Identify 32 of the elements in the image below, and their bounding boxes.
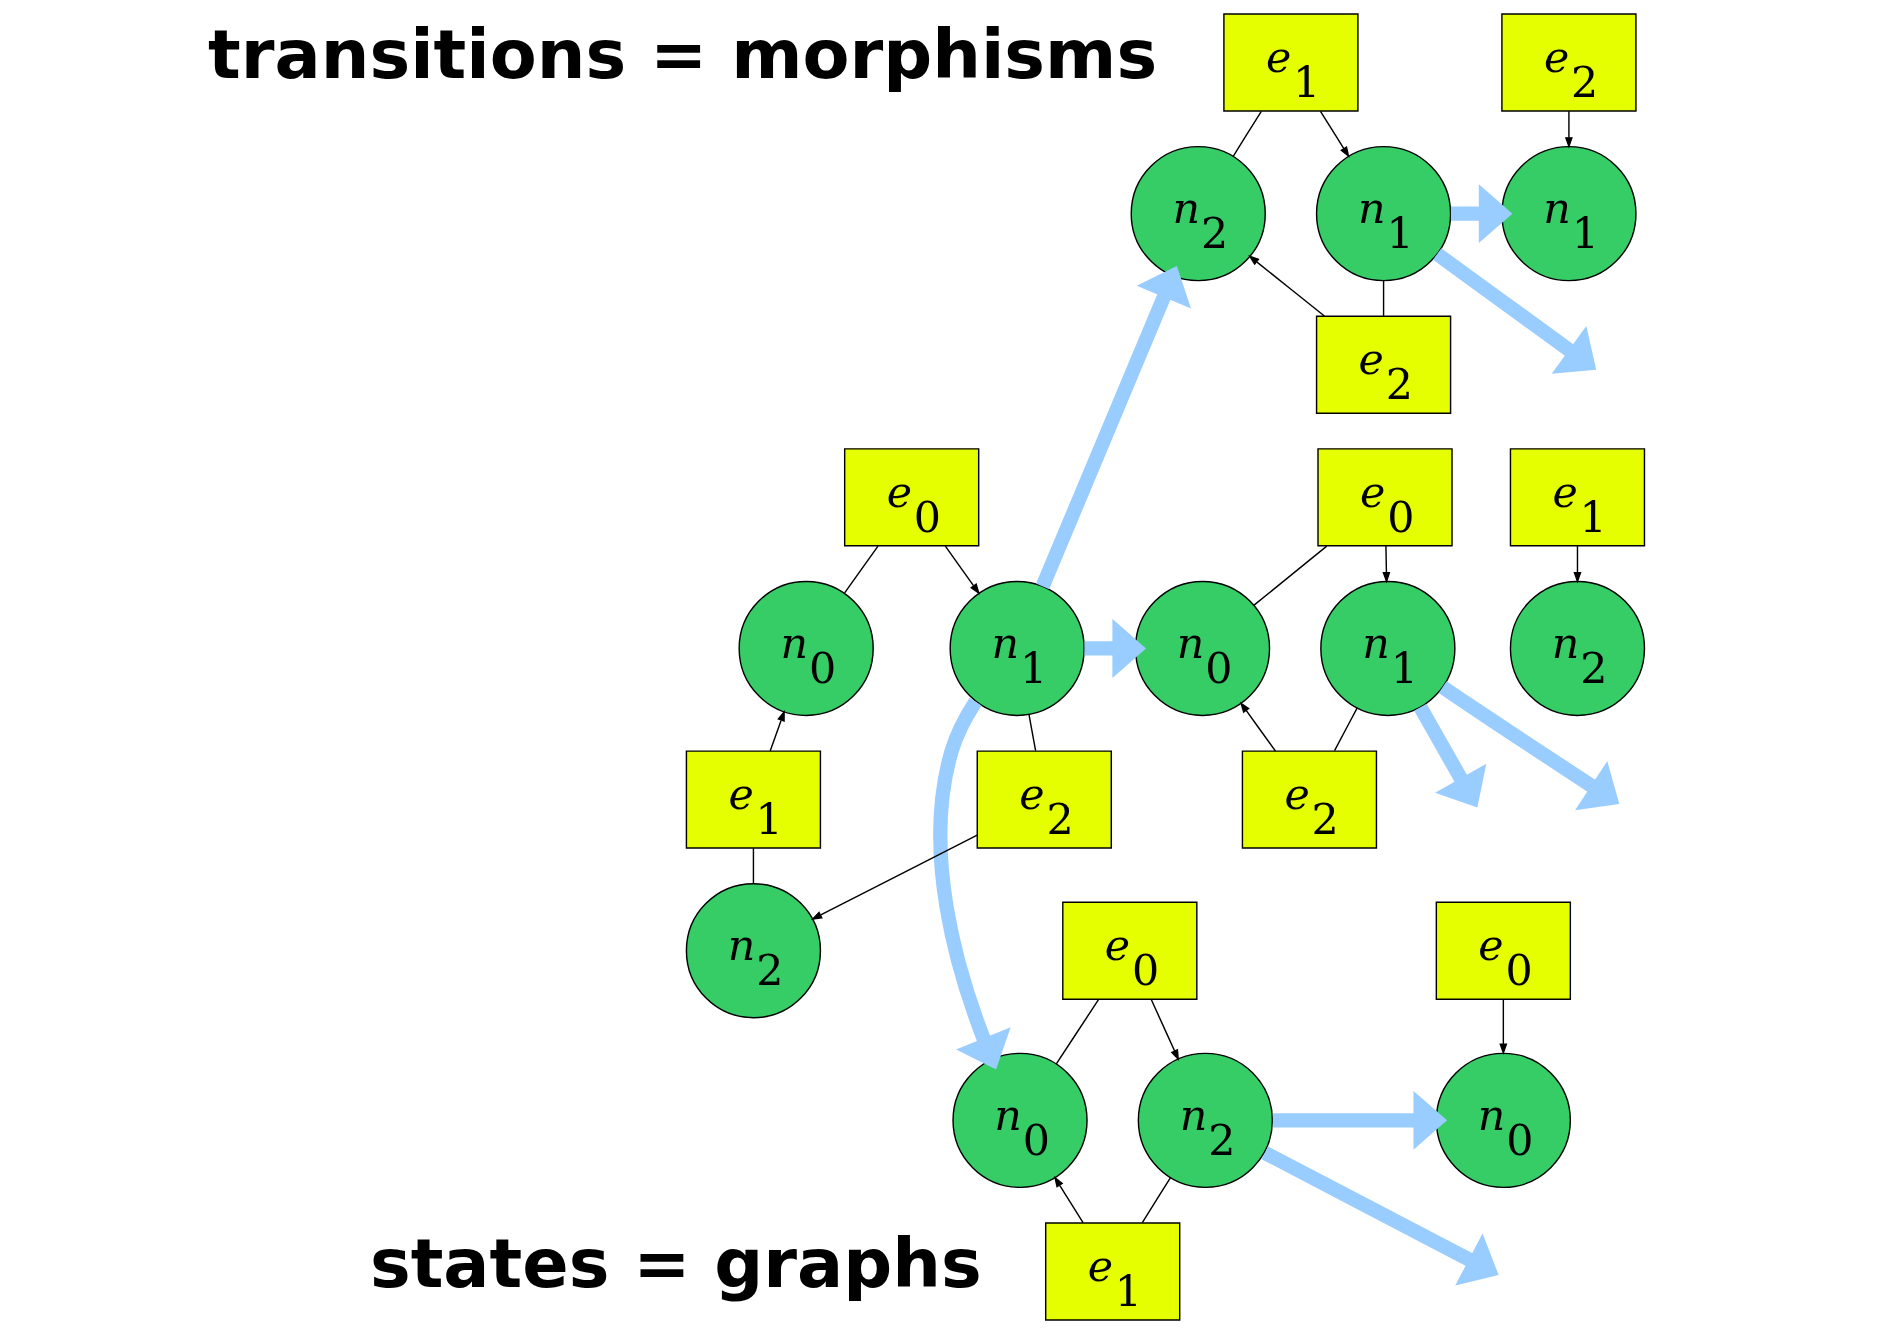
arrow	[1084, 619, 1146, 678]
arrow	[1053, 1176, 1084, 1224]
connector	[843, 545, 879, 594]
arrow	[1498, 998, 1507, 1055]
connector	[1232, 110, 1262, 157]
connector	[1333, 707, 1358, 752]
arrow	[932, 697, 1011, 1070]
arrow	[1150, 998, 1179, 1061]
connector	[1382, 280, 1384, 317]
arrow	[1413, 703, 1486, 808]
label: states = graphs	[369, 1223, 982, 1304]
connector	[1027, 713, 1036, 752]
arrow	[1564, 110, 1573, 149]
arrow	[769, 709, 785, 752]
arrow	[1438, 681, 1619, 811]
arrow	[1381, 545, 1390, 584]
arrow	[1272, 1090, 1447, 1150]
label: transitions = morphisms	[207, 14, 1157, 95]
arrow	[1261, 1146, 1499, 1286]
arrow	[1319, 110, 1350, 158]
connector	[752, 847, 754, 885]
arrow	[1239, 701, 1276, 752]
connector	[1055, 998, 1099, 1065]
connector	[1141, 1177, 1171, 1224]
connector	[1252, 545, 1327, 606]
arrow	[1572, 545, 1581, 584]
arrow	[810, 834, 978, 920]
arrow	[1450, 184, 1512, 244]
arrow	[1432, 248, 1596, 374]
arrow	[1247, 255, 1325, 317]
arrow	[1035, 266, 1191, 590]
arrow	[944, 545, 980, 595]
